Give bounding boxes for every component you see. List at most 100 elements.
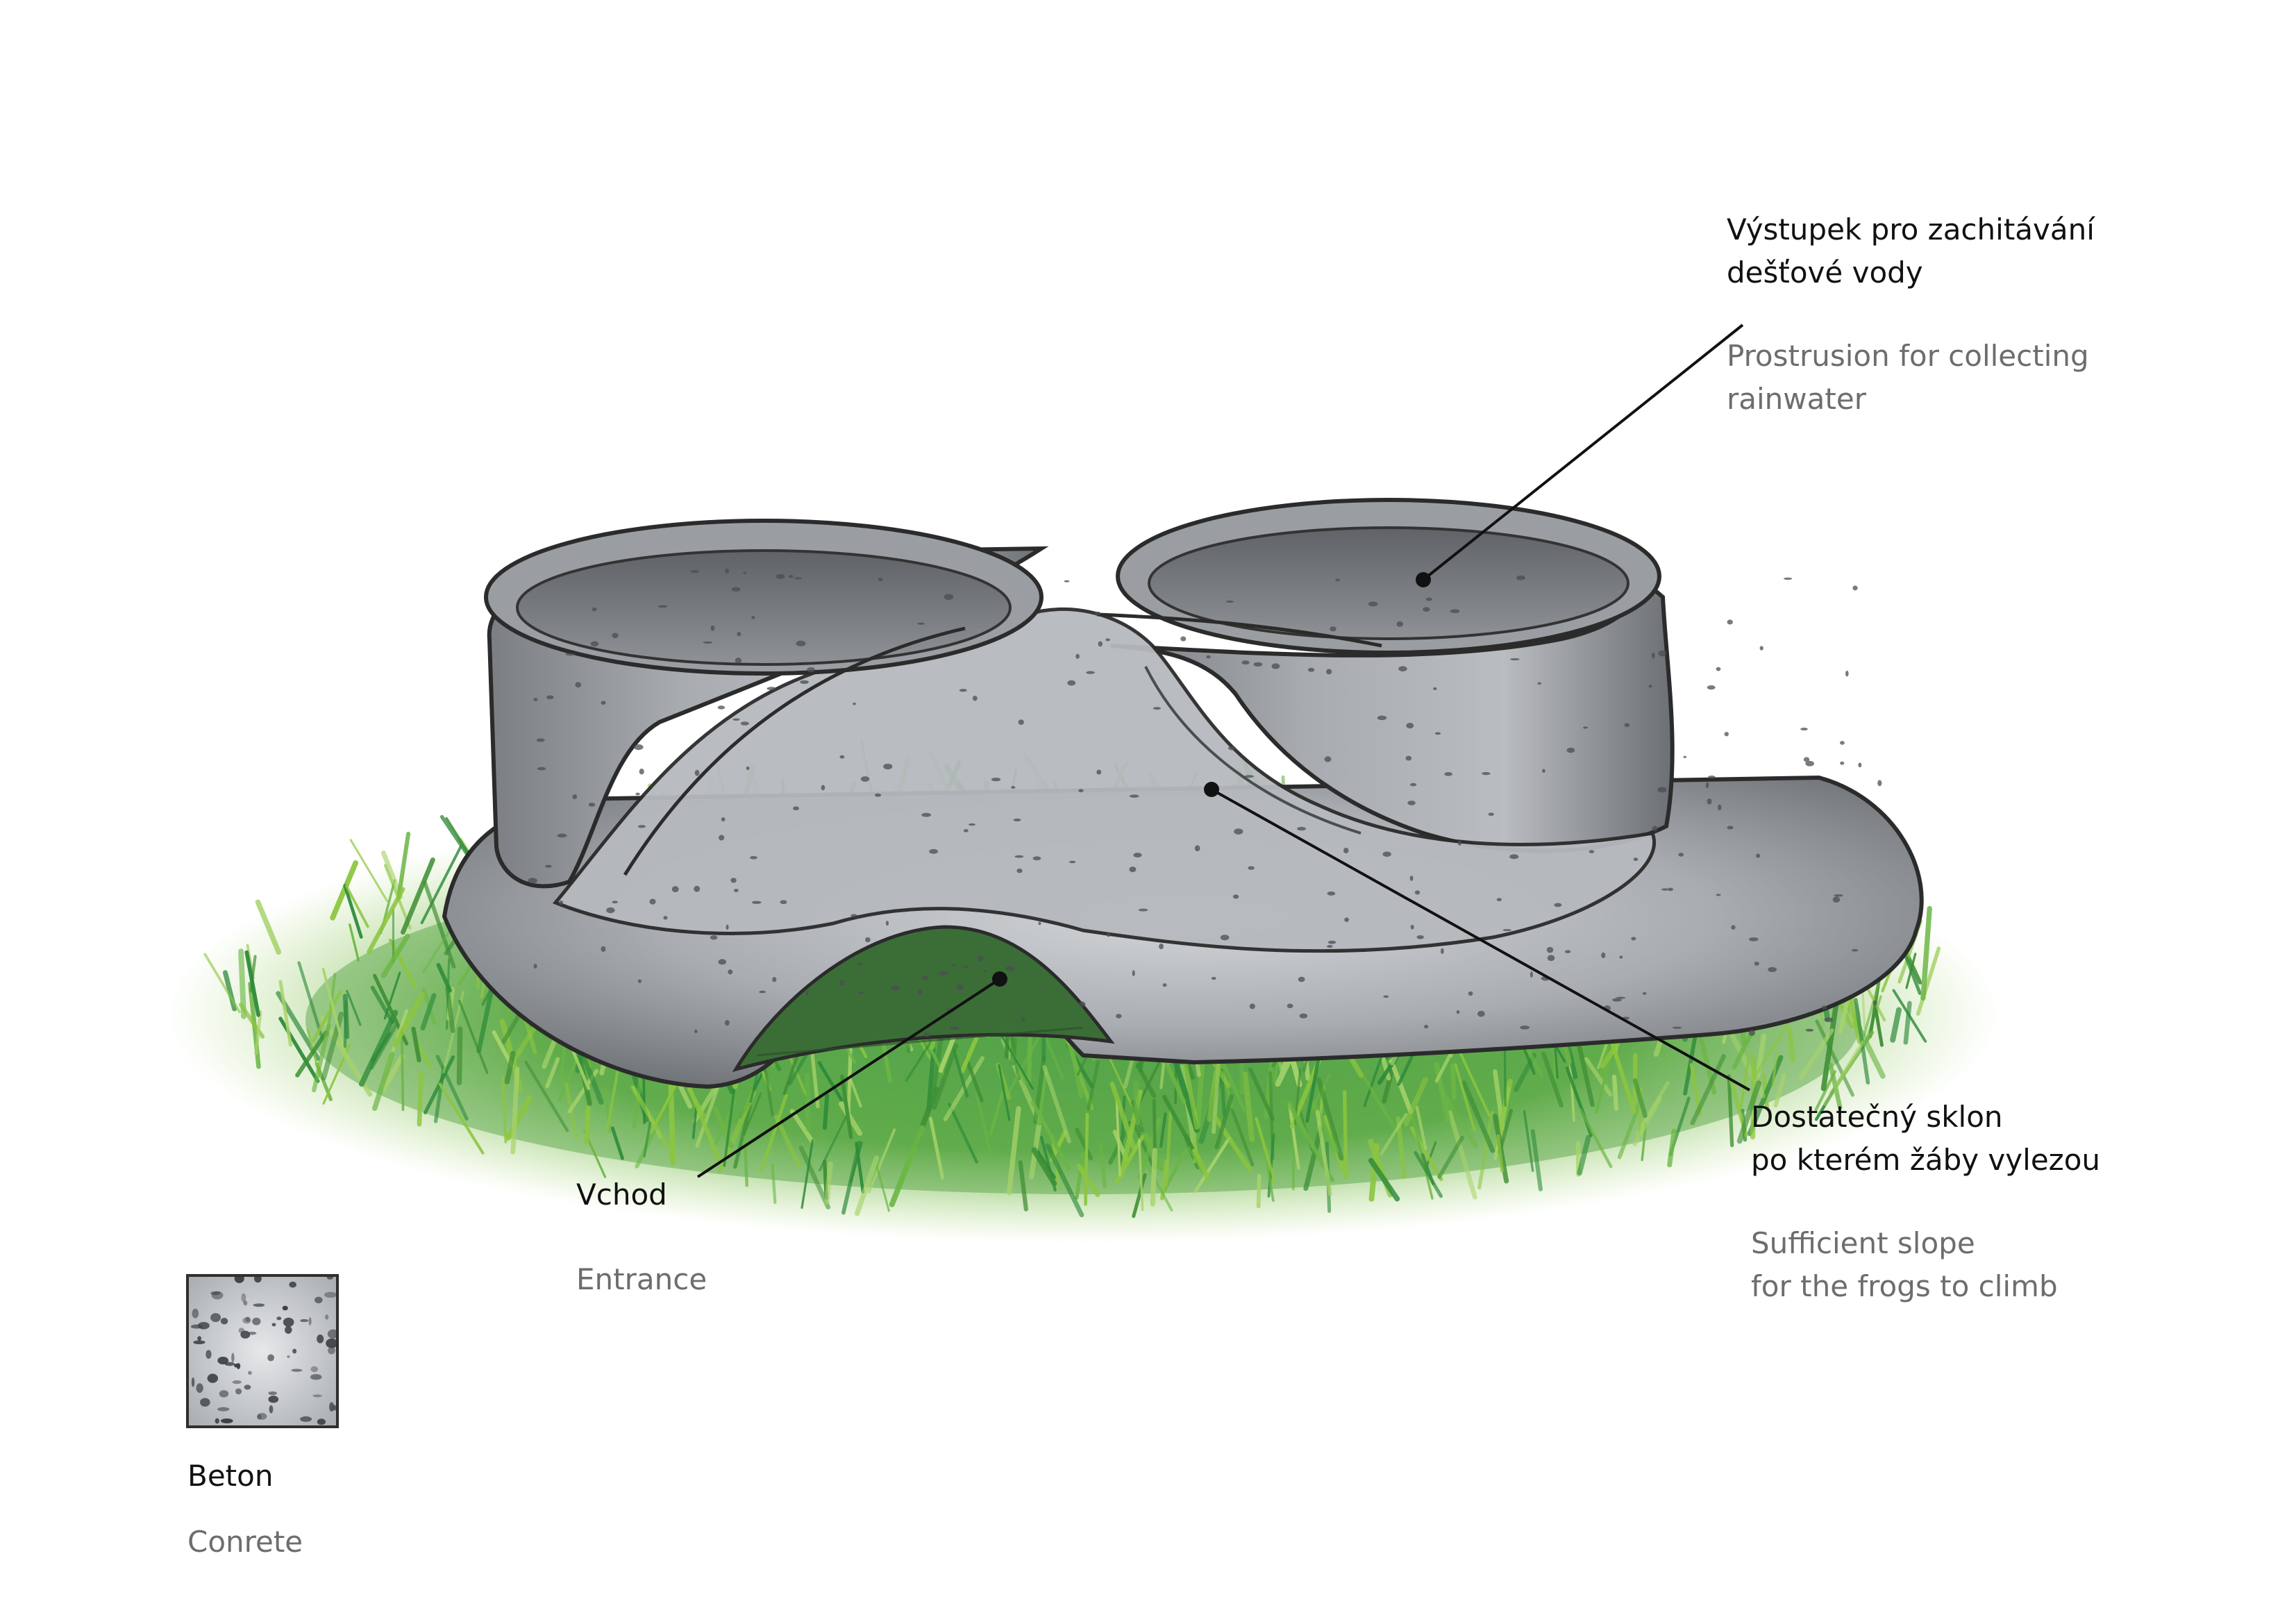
grass-blade [344,884,369,928]
concrete-speckle [796,640,806,646]
grass-blade [687,1087,721,1162]
concrete-speckle [1457,840,1462,846]
swatch-speckle [224,1362,235,1366]
grass-blade [1736,1080,1762,1144]
concrete-speckle [1510,658,1520,661]
grass-blade [610,1126,624,1160]
concrete-speckle [1683,755,1687,758]
concrete-speckle [978,955,984,962]
grass-blade [605,1061,621,1132]
grass-blade [1193,1136,1231,1194]
leader-line-entrance [696,978,1001,1178]
concrete-speckle [1834,894,1843,897]
concrete-speckle [950,1026,959,1030]
concrete-speckle [1116,1014,1122,1019]
grass-blade [798,1146,831,1209]
concrete-speckle [728,969,733,975]
concrete-speckle [1756,853,1761,858]
grass-blade [1076,1163,1100,1197]
grass-blade [1006,1105,1021,1196]
grass-blade [1074,1127,1093,1161]
swatch-speckle [317,1334,324,1343]
concrete-speckle [557,833,567,838]
concrete-speckle [917,989,923,996]
grass-blade [504,1050,516,1085]
grass-blade [1342,1089,1348,1180]
concrete-speckle [1206,655,1211,659]
grass-blade [1496,1134,1505,1173]
grass-blade [380,850,403,900]
grass-blade [370,985,394,1024]
grass-blade [1303,1125,1323,1191]
grass-blade [1263,1148,1275,1202]
concrete-speckle [1414,890,1421,895]
concrete-speckle [1248,866,1255,870]
concrete-speckle [1516,575,1525,580]
concrete-speckle [726,924,729,930]
concrete-speckle [1132,970,1135,977]
concrete-speckle [1377,715,1387,721]
concrete-speckle [1287,1003,1293,1009]
concrete-speckle [1668,887,1673,891]
concrete-speckle [536,738,545,742]
grass-blade [1070,1048,1084,1098]
swatch-speckle [220,1418,233,1424]
concrete-speckle [1423,1025,1429,1029]
grass-blade [840,1074,853,1139]
concrete-speckle [1086,671,1095,674]
concrete-speckle [1383,995,1389,998]
grass-blade [372,1051,395,1112]
grass-blade [1577,1135,1591,1175]
grass-blade [632,1079,642,1129]
concrete-speckle [1805,1028,1814,1032]
concrete-speckle [1299,1013,1308,1019]
grass-blade [445,986,455,1033]
concrete-speckle [1852,585,1858,591]
concrete-speckle [991,778,1001,782]
concrete-speckle [883,763,893,770]
concrete-speckle [1180,636,1187,642]
concrete-speckle [537,767,546,771]
concrete-speckle [1433,687,1437,690]
swatch-speckle [285,1325,292,1334]
legend-material-en: Conrete [187,1525,303,1559]
grass-blade [1823,1040,1865,1106]
swatch-speckle [220,1318,228,1325]
swatch-speckle [308,1317,312,1325]
grass-blade [1075,1153,1085,1200]
swatch-speckle [245,1316,251,1322]
concrete-speckle [559,900,564,905]
concrete-speckle [1368,601,1378,607]
concrete-speckle [1398,666,1407,672]
grass-blade [668,1071,676,1166]
grass-blade [733,1104,752,1169]
concrete-speckle [1327,944,1333,948]
concrete-speckle [1633,857,1639,862]
grass-blade [1087,1060,1100,1110]
concrete-speckle [575,682,582,688]
swatch-speckle [315,1296,323,1304]
concrete-speckle [1851,948,1859,952]
grass-blade [501,1010,523,1044]
concrete-speckle [1803,757,1810,762]
grass-blade [367,887,405,954]
swatch-speckle [324,1291,336,1298]
grass-blade [1455,1042,1491,1117]
grass-blade [1771,1051,1778,1087]
swatch-speckle [200,1398,210,1407]
swatch-speckle [325,1314,329,1320]
concrete-speckle [1327,940,1336,944]
concrete-speckle [588,803,596,807]
concrete-speckle [1067,680,1076,686]
right-bowl-inner [1148,526,1629,640]
grass-blade [849,1141,863,1184]
annotation-rainwater-en: Prostrusion for collecting rainwater [1727,339,2089,416]
swatch-speckle [257,1413,267,1420]
concrete-speckle [959,689,967,692]
concrete-speckle [1748,1030,1755,1037]
concrete-speckle [766,687,776,691]
concrete-speckle [1520,1026,1530,1030]
grass-blade [244,950,260,1017]
concrete-speckle [1021,1016,1025,1022]
